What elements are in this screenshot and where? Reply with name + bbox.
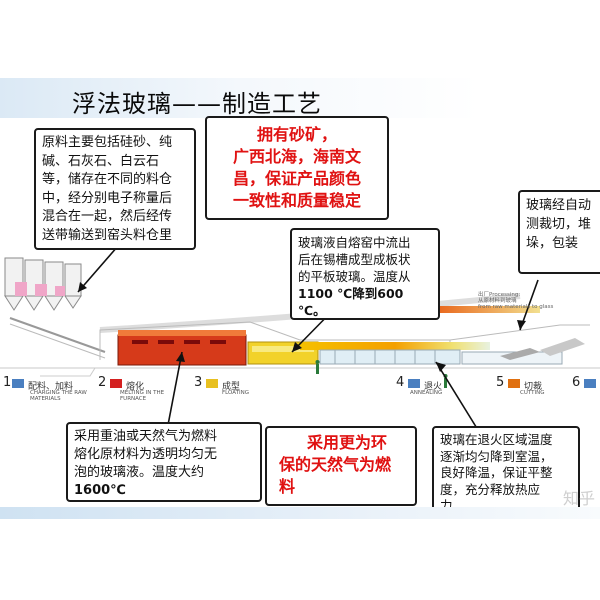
stage-1-badge <box>12 379 24 388</box>
stage-2-en: MELTING IN THE FURNACE <box>120 390 165 402</box>
stage-2-badge <box>110 379 122 388</box>
stage-3-number: 3 <box>194 375 203 390</box>
raw-materials-callout: 原料主要包括硅砂、纯 碱、石灰石、白云石 等，储存在不同的料仓 中，经分别电子称… <box>34 128 196 250</box>
natural-gas-callout: 采用更为环 保的天然气为燃 料 <box>265 426 417 506</box>
stage-4-badge <box>408 379 420 388</box>
tin-bath-callout: 玻璃液自熔窑中流出 后在锡槽成型成板状 的平板玻璃。温度从 1100 ℃降到60… <box>290 228 440 320</box>
stage-4-number: 4 <box>396 375 405 390</box>
stage-4-en: ANNEALING <box>410 390 443 396</box>
stage-1-label: 配料、加料 <box>28 382 74 392</box>
sand-source-callout: 拥有砂矿， 广西北海，海南文 昌，保证产品颜色 一致性和质量稳定 <box>205 116 389 220</box>
silo-group <box>4 257 82 311</box>
stage-2-label: 熔化 <box>126 382 145 392</box>
stage-1-en: CHARGING THE RAW MATERIALS <box>30 390 87 402</box>
stage-6-number: 6 <box>572 375 581 390</box>
annealing-lehr <box>319 349 461 365</box>
bottom-band <box>0 507 600 519</box>
page-title: 浮法玻璃——制造工艺 <box>72 90 322 118</box>
cooling-strip <box>300 342 490 350</box>
stage-3-badge <box>206 379 218 388</box>
feed-conveyor <box>9 317 106 353</box>
stage-3-label: 成型 <box>222 382 241 392</box>
transfer-label: 出厂Processing: 从原材料到玻璃 from raw materials… <box>478 292 554 310</box>
stage-3-en: FLOATING <box>222 390 249 396</box>
stage-5-badge <box>508 379 520 388</box>
callout-arrows <box>77 245 539 431</box>
upper-heat-bar <box>350 306 540 313</box>
stage-4-label: 退火 <box>424 382 443 392</box>
stage-2-number: 2 <box>98 375 107 390</box>
annealing-callout: 玻璃在退火区域温度 逐渐均匀降到室温， 良好降温，保证平整 度，充分释放热应 力… <box>432 426 580 516</box>
cutting-callout: 玻璃经自动 测裁切，堆 垛，包装 <box>518 190 600 274</box>
stage-5-number: 5 <box>496 375 505 390</box>
title-band <box>0 78 600 118</box>
stage-5-en: CUTTING <box>520 390 545 396</box>
stage-6-badge <box>584 379 596 388</box>
watermark: 知乎 <box>563 489 596 508</box>
furnace-callout: 采用重油或天然气为燃料 熔化原材料为透明均匀无 泡的玻璃液。温度大约 1600℃ <box>66 422 262 502</box>
stage-1-number: 1 <box>3 375 12 390</box>
stage-5-label: 切裁 <box>524 382 543 392</box>
